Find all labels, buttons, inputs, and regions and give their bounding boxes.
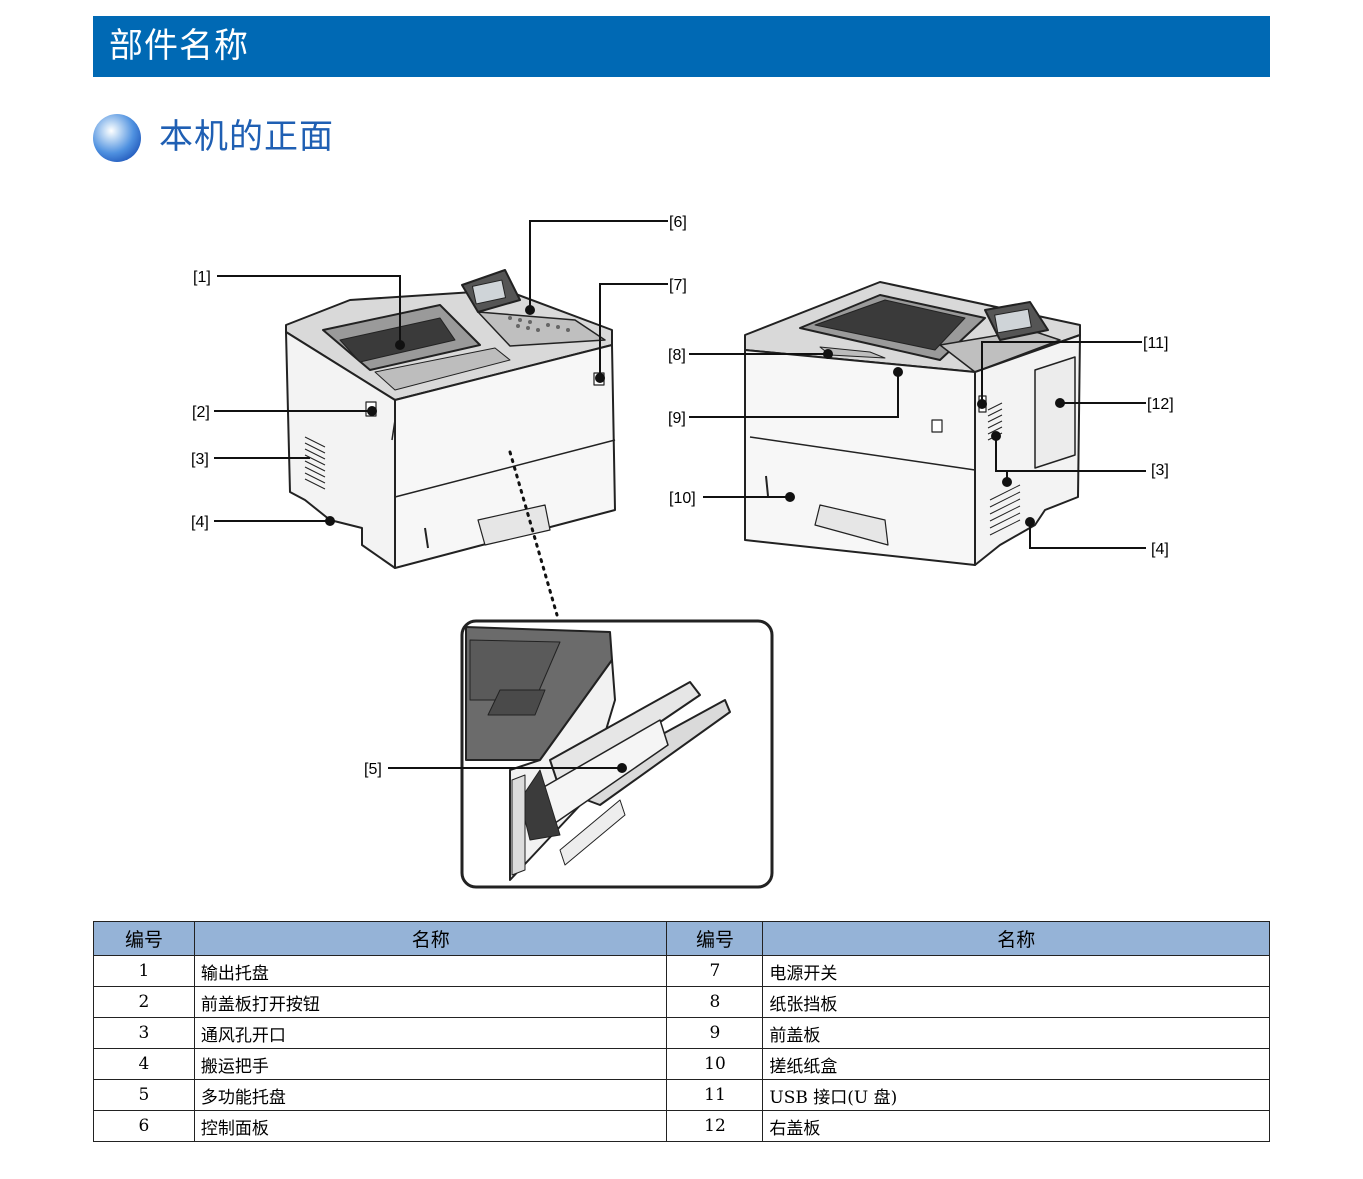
part-name: 控制面板 [193,1110,668,1142]
table-row: 2 前盖板打开按钮 8 纸张挡板 [93,986,1270,1018]
section-title: 本机的正面 [159,117,334,157]
part-number: 6 [93,1110,195,1142]
part-name: 输出托盘 [193,955,668,987]
part-number: 7 [666,955,764,987]
table-row: 6 控制面板 12 右盖板 [93,1110,1270,1142]
callout-label-4: [4] [191,514,209,531]
part-name: 前盖板打开按钮 [193,986,668,1018]
part-number: 5 [93,1079,195,1111]
part-number: 10 [666,1048,764,1080]
table-header-row: 编号 名称 编号 名称 [93,921,1270,956]
column-header-number: 编号 [666,921,764,956]
part-number: 1 [93,955,195,987]
callout-label-4-right: [4] [1151,541,1169,558]
callout-label-10: [10] [669,490,696,507]
part-name: USB 接口(U 盘) [762,1079,1270,1111]
multipurpose-tray-inset [460,619,774,889]
column-header-name: 名称 [193,921,668,956]
page-header: 部件名称 [93,16,1270,77]
parts-table: 编号 名称 编号 名称 1 输出托盘 7 电源开关 2 前盖板打开按钮 8 纸张… [93,921,1270,1142]
part-name: 通风孔开口 [193,1017,668,1049]
part-number: 4 [93,1048,195,1080]
printer-front-right-illustration [744,281,1081,566]
part-name: 前盖板 [762,1017,1270,1049]
part-number: 12 [666,1110,764,1142]
table-row: 3 通风孔开口 9 前盖板 [93,1017,1270,1049]
callout-dots [325,305,1065,773]
column-header-name: 名称 [762,921,1270,956]
part-name: 纸张挡板 [762,986,1270,1018]
callout-label-1: [1] [193,269,211,286]
part-name: 多功能托盘 [193,1079,668,1111]
printer-diagram: [1] [2] [3] [4] [5] [6] [7] [8] [9] [10]… [191,214,1174,889]
table-row: 4 搬运把手 10 搓纸纸盒 [93,1048,1270,1080]
callout-label-11: [11] [1143,335,1169,352]
part-number: 8 [666,986,764,1018]
part-number: 9 [666,1017,764,1049]
table-row: 1 输出托盘 7 电源开关 [93,955,1270,987]
callout-label-5: [5] [364,761,382,778]
callout-label-9: [9] [668,410,686,427]
callout-label-12: [12] [1147,396,1174,413]
part-number: 11 [666,1079,764,1111]
column-header-number: 编号 [93,921,195,956]
callout-label-3-right: [3] [1151,462,1169,479]
printer-front-left-illustration [285,269,616,569]
callout-label-8: [8] [668,347,686,364]
section-heading: 本机的正面 [93,112,693,164]
table-row: 5 多功能托盘 11 USB 接口(U 盘) [93,1079,1270,1111]
part-name: 搓纸纸盒 [762,1048,1270,1080]
callout-label-7: [7] [669,277,687,294]
part-name: 搬运把手 [193,1048,668,1080]
callout-label-3: [3] [191,451,209,468]
callout-label-6: [6] [669,214,687,231]
part-name: 电源开关 [762,955,1270,987]
part-number: 3 [93,1017,195,1049]
part-name: 右盖板 [762,1110,1270,1142]
page-title: 部件名称 [109,26,249,66]
part-number: 2 [93,986,195,1018]
callout-label-2: [2] [192,404,210,421]
blue-circle-bullet-icon [93,114,141,162]
